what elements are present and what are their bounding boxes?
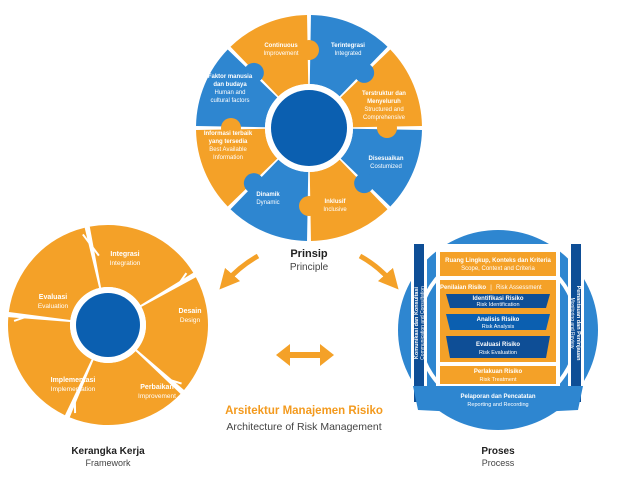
principle-label-id: Informasi terbaik [204,131,253,137]
process-treatment-label-en: Risk Treatment [480,377,517,383]
principle-label-en: cultural factors [210,98,249,104]
framework-label-en: Evaluation [38,303,69,310]
principle-label-id: Dinamik [256,192,280,198]
principle-label-id: Terstruktur dan [362,91,406,97]
process-assessment-label: Penilaian Risiko [440,285,486,291]
principle-label-id: Continuous [264,43,298,49]
process-treatment-label: Perlakuan Risiko [474,369,523,375]
framework-label-en: Improvement [138,393,176,400]
framework-label-en: Integration [110,260,141,267]
principle-puzzle-tab [299,196,319,216]
principle-label-en: Human and [214,90,245,96]
principle-label-id: Inklusif [324,199,346,205]
principle-subtitle: Principle [290,262,329,273]
principle-label-id: dan budaya [213,82,247,88]
principle-puzzle-tab [244,173,264,193]
principle-label-en: Comprehensive [363,115,406,121]
process-reporting-banner [413,386,583,414]
double-arrow-icon [276,344,334,366]
framework-subtitle: Framework [85,458,131,468]
process-wheel: Ruang Lingkup, Konteks dan Kriteria Scop… [398,230,598,430]
principle-label-id: Menyeluruh [367,99,401,105]
principle-label-en: Costumized [370,164,402,170]
principle-puzzle-tab [377,118,397,138]
principle-label-id: Faktor manusia [208,74,253,80]
process-analysis-label: Analisis Risiko [477,317,520,323]
principle-label-id: yang tersedia [209,139,248,145]
process-reporting-label: Pelaporan dan Pencatatan [460,394,535,400]
process-title: Proses [481,446,515,457]
principle-label-en: Information [213,155,243,161]
process-scope-box [440,252,556,276]
principle-label-en: Structured and [364,107,403,113]
principle-label-id: Terintegrasi [331,43,365,49]
process-communication-label-en: Communication and Consultation [420,286,426,360]
framework-title: Kerangka Kerja [71,446,145,457]
framework-wheel [8,225,208,425]
principle-label-en: Dynamic [256,200,279,206]
process-analysis-label-en: Risk Analysis [482,324,515,330]
framework-hub [76,293,140,357]
process-scope-label: Ruang Lingkup, Konteks dan Kriteria [445,258,551,264]
arrow-to-framework [226,256,258,282]
process-monitoring-label-en: Monitoring and Review [569,298,575,349]
framework-label-id: Implementasi [51,377,96,384]
principle-puzzle-tab [299,40,319,60]
principle-puzzle-tab [354,173,374,193]
principle-label-en: Improvement [263,51,298,57]
principle-label-en: Integrated [334,51,361,57]
main-title: Arsitektur Manajemen Risiko [225,405,383,417]
framework-label-en: Design [180,317,201,324]
framework-label-en: Implementation [51,386,96,393]
process-scope-label-en: Scope, Context and Criteria [461,266,535,272]
process-identification-label-en: Risk Identification [476,302,519,308]
principle-label-id: Disesuaikan [368,156,403,162]
process-evaluation-label: Evaluasi Risiko [476,342,520,348]
process-evaluation-label-en: Risk Evaluation [479,350,517,356]
principle-puzzle-tab [354,63,374,83]
process-subtitle: Process [482,458,515,468]
arrow-to-process [360,256,392,282]
framework-label-id: Integrasi [110,251,139,258]
framework-label-id: Evaluasi [39,294,67,301]
process-assessment-label-en: Risk Assessment [496,285,542,291]
principle-title: Prinsip [290,248,328,260]
main-subtitle: Architecture of Risk Management [226,421,381,433]
principle-wheel [196,15,422,241]
process-reporting-label-en: Reporting and Recording [467,402,528,408]
principle-label-en: Best Available [209,147,247,153]
framework-label-id: Perbaikan [140,384,173,391]
framework-label-id: Desain [179,308,202,315]
principle-label-en: Inclusive [323,207,347,213]
principle-hub [271,90,347,166]
